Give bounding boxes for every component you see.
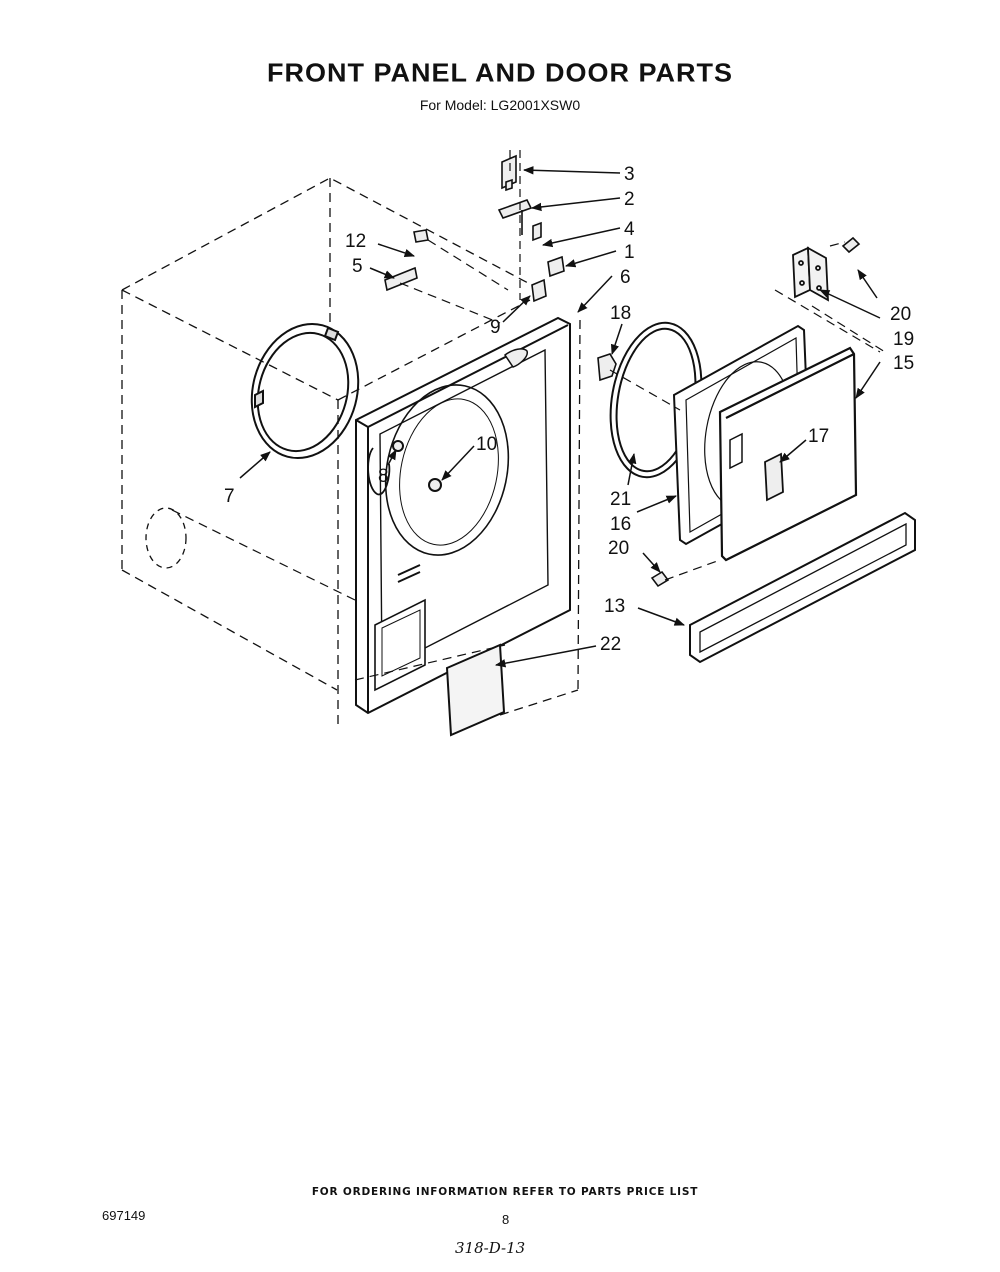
document-number: 697149: [102, 1208, 146, 1223]
toe-panel: [689, 511, 916, 664]
door-seal-ring: [250, 322, 360, 460]
ordering-note: FOR ORDERING INFORMATION REFER TO PARTS …: [311, 1186, 699, 1198]
callout-8: 8: [378, 466, 389, 487]
callout-12: 12: [345, 231, 366, 252]
callout-20-top: 20: [890, 304, 911, 325]
handwritten-reference: 318-D-13: [455, 1239, 526, 1257]
page-number: 8: [502, 1212, 510, 1227]
latch-hardware: [384, 154, 565, 303]
callout-17: 17: [808, 426, 829, 447]
door-hinge: [792, 246, 829, 302]
page-title: FRONT PANEL AND DOOR PARTS: [266, 58, 733, 88]
callout-labels: 3 2 4 1 6 12 5 9 18 20 19 15 10 8 17 7 2…: [224, 164, 914, 655]
callout-19: 19: [893, 329, 914, 350]
door-catch: [597, 353, 617, 382]
access-cover: [445, 643, 506, 737]
callout-2: 2: [624, 189, 635, 210]
callout-15: 15: [893, 353, 914, 374]
callout-4: 4: [624, 219, 635, 240]
callout-3: 3: [624, 164, 635, 185]
callout-18: 18: [610, 303, 631, 324]
callout-9: 9: [490, 317, 501, 338]
cabinet-rear-opening: [145, 507, 187, 569]
callout-7: 7: [224, 486, 235, 507]
screws: [650, 236, 861, 588]
callout-6: 6: [620, 267, 631, 288]
callout-13: 13: [604, 596, 625, 617]
front-panel: [355, 316, 571, 715]
cabinet-outline: [121, 177, 581, 725]
callout-1: 1: [624, 242, 635, 263]
callout-22: 22: [600, 634, 621, 655]
callout-5: 5: [352, 256, 363, 277]
model-subtitle: For Model: LG2001XSW0: [419, 97, 581, 113]
callout-10: 10: [476, 434, 497, 455]
callout-20-bottom: 20: [608, 538, 629, 559]
callout-16: 16: [610, 514, 631, 535]
callout-21: 21: [610, 489, 631, 510]
